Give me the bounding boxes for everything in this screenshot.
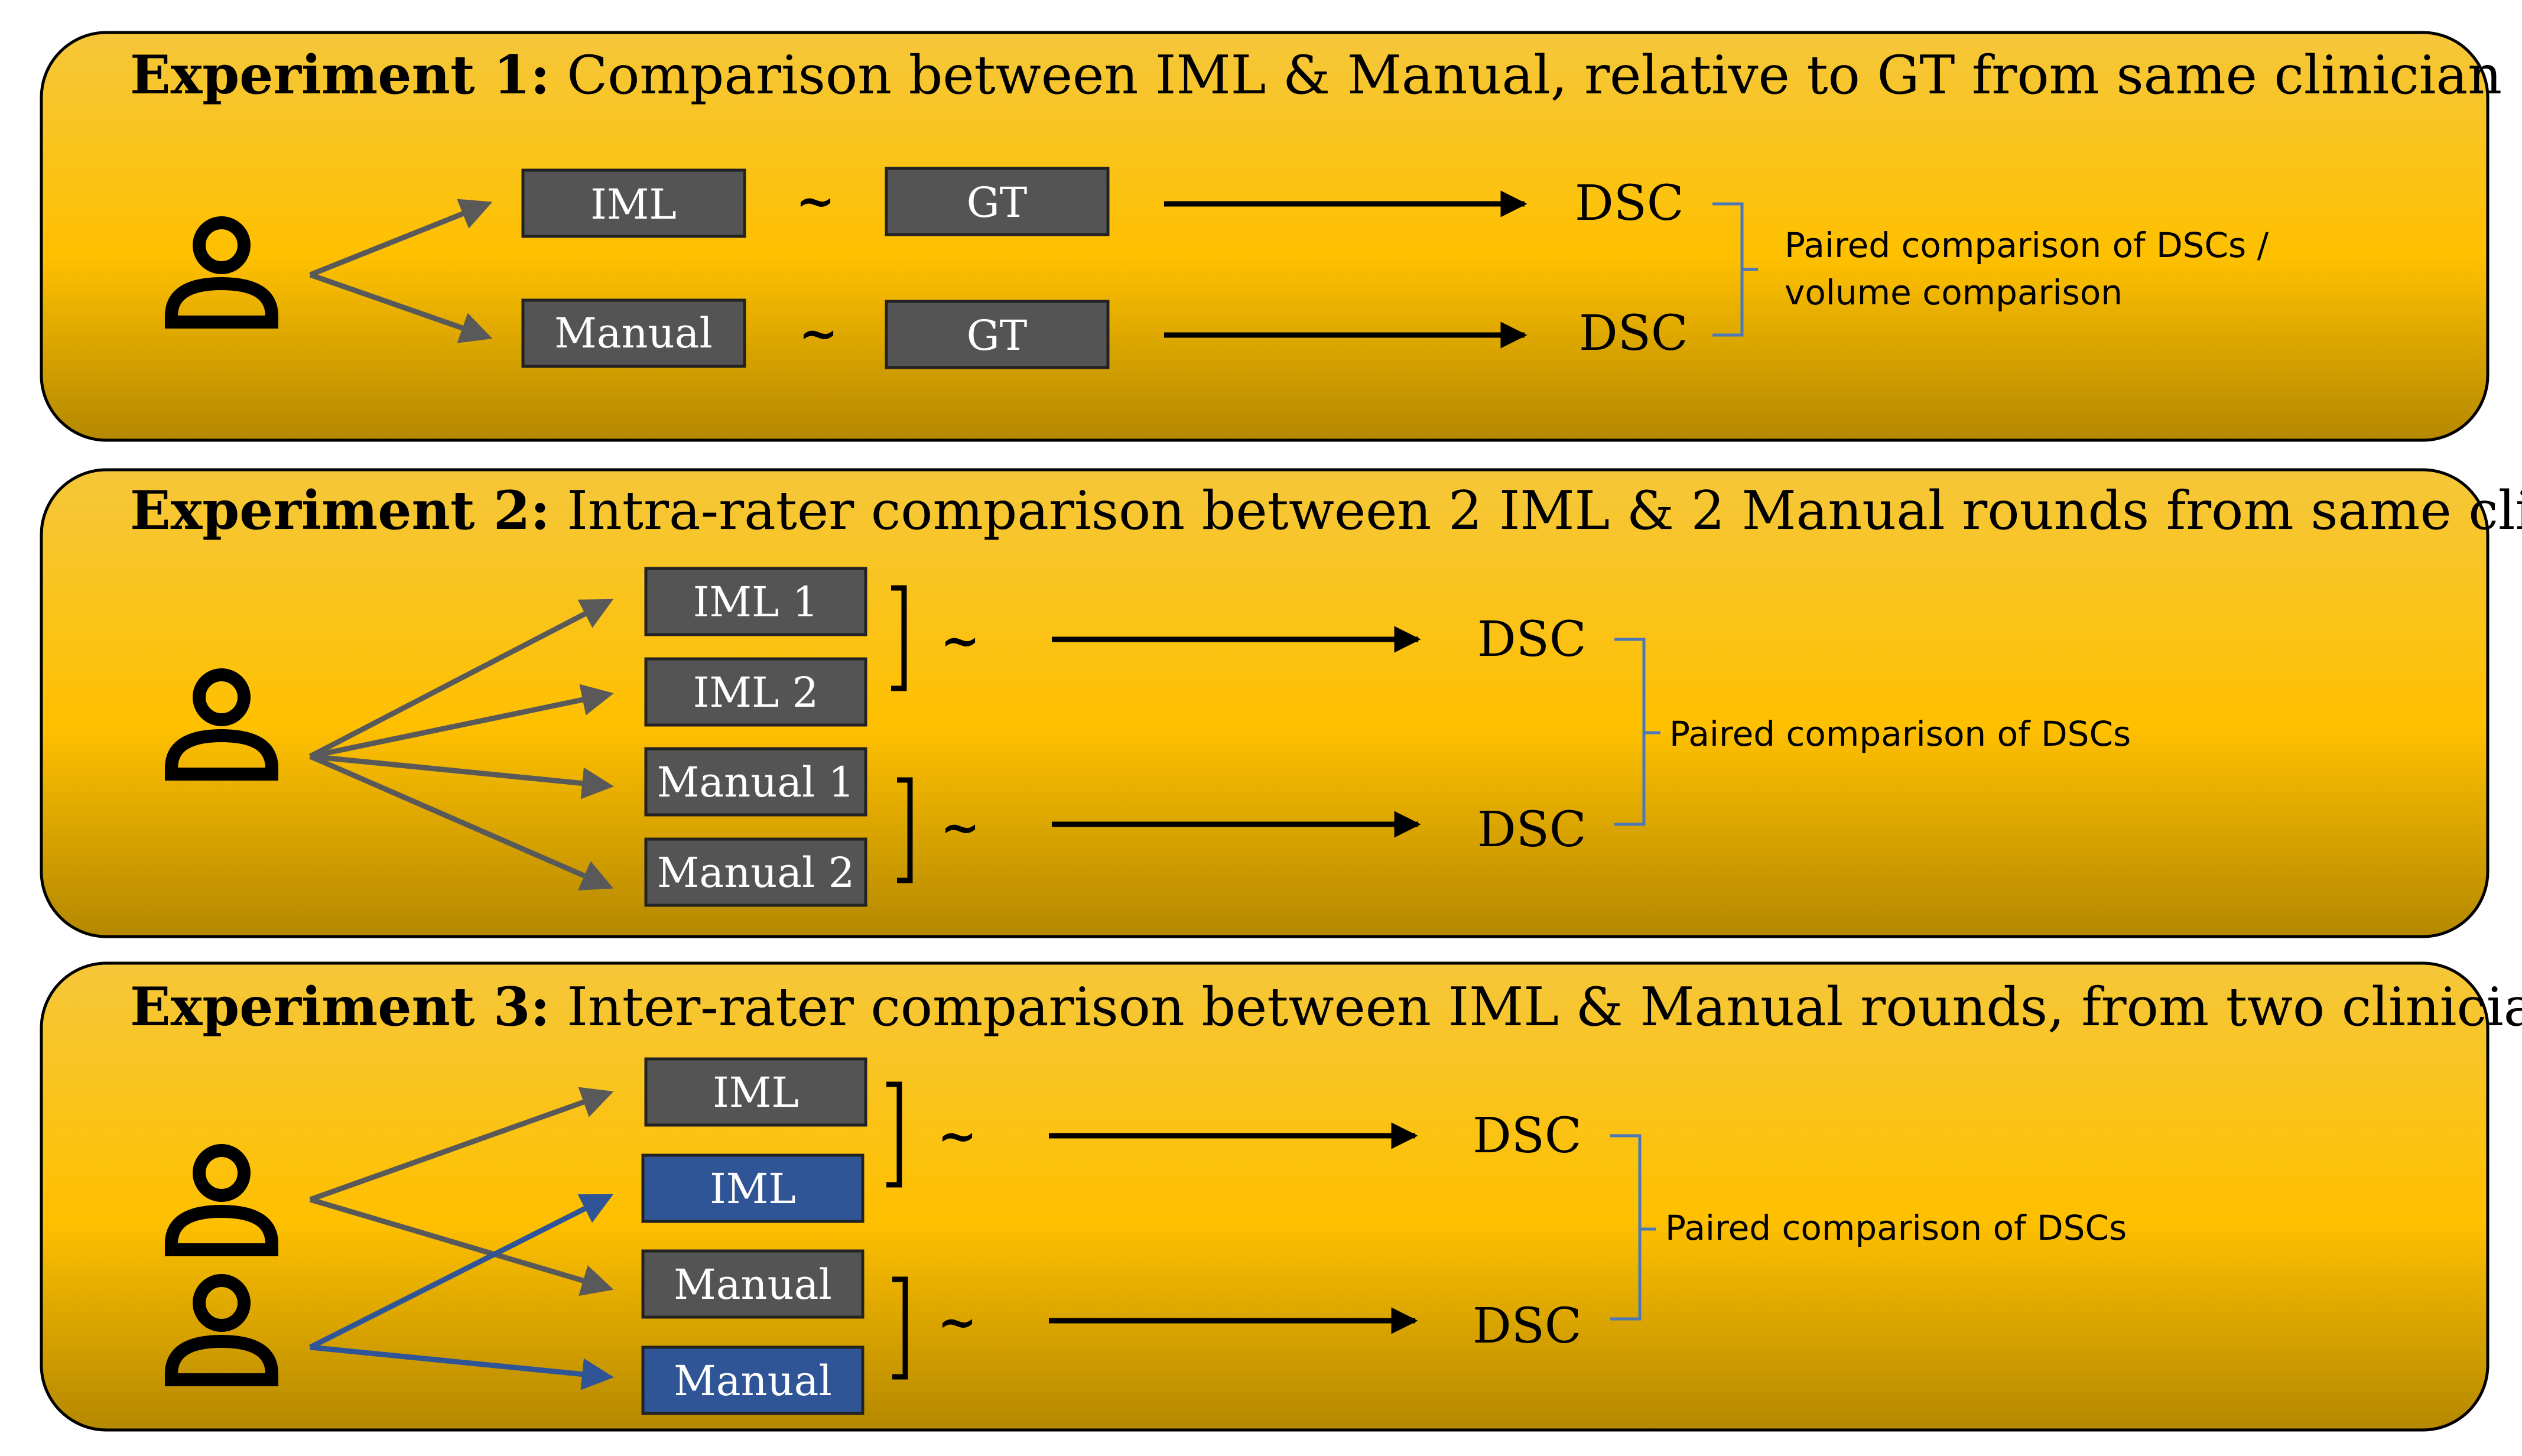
manual-1-box	[644, 747, 867, 817]
arrow-to-iml-1	[308, 599, 613, 759]
experiment-1-title: Experiment 1: Comparison between IML & M…	[130, 44, 2502, 106]
manual-box	[521, 298, 746, 368]
tilde: ~	[940, 800, 980, 855]
title-rest: Intra-rater comparison between 2 IML & 2…	[550, 480, 2522, 542]
note-line-1: Paired comparison of DSCs	[1669, 714, 2131, 754]
experiment-3-panel: Experiment 3: Inter-rater comparison bet…	[40, 961, 2522, 1432]
manual-label: Manual	[674, 1260, 832, 1309]
pair-bracket	[897, 777, 913, 883]
comparison-bracket	[1610, 1134, 1656, 1321]
tilde: ~	[937, 1294, 977, 1350]
iml-box-label: IML	[590, 180, 677, 229]
arrow-to-manual-1	[310, 753, 614, 800]
manual-box-blue	[641, 1346, 864, 1415]
title-bold: Experiment 1:	[130, 44, 550, 106]
iml-2-box	[644, 657, 867, 727]
tilde: ~	[940, 613, 980, 668]
pair-bracket	[886, 1081, 902, 1188]
note-line-1: Paired comparison of DSCs /	[1785, 225, 2269, 265]
tilde: ~	[798, 306, 838, 361]
two-person-icon	[165, 1144, 278, 1386]
arrow-to-iml-blue	[308, 1194, 614, 1350]
iml-box-blue	[641, 1153, 864, 1223]
experiment-2-panel: Experiment 2: Intra-rater comparison bet…	[40, 468, 2522, 938]
gt-box	[885, 167, 1110, 236]
experiment-3-title: Experiment 3: Inter-rater comparison bet…	[130, 976, 2522, 1038]
iml-box	[521, 168, 746, 238]
tilde: ~	[795, 173, 835, 229]
pair-bracket	[891, 585, 907, 691]
pair-bracket	[892, 1276, 908, 1380]
iml-label: IML	[710, 1165, 796, 1213]
dsc-label: DSC	[1579, 306, 1688, 362]
manual-2-label: Manual 2	[657, 849, 854, 897]
iml-label: IML	[713, 1068, 799, 1117]
iml-1-box	[644, 567, 867, 636]
arrow-to-iml-2	[310, 684, 614, 759]
arrow-to-manual-blue	[310, 1344, 614, 1390]
dsc-label: DSC	[1473, 1298, 1582, 1354]
tilde: ~	[937, 1108, 977, 1164]
manual-label: Manual	[674, 1357, 832, 1405]
title-rest: Inter-rater comparison between IML & Man…	[550, 976, 2522, 1038]
manual-1-label: Manual 1	[657, 758, 854, 807]
iml-box-gray	[644, 1057, 867, 1127]
arrow-to-iml-gray	[309, 1087, 614, 1202]
manual-2-box	[644, 837, 867, 907]
person-icon	[165, 216, 278, 329]
comparison-bracket	[1712, 202, 1758, 337]
arrow-to-manual	[309, 272, 493, 343]
note-line-1: Paired comparison of DSCs	[1665, 1208, 2127, 1248]
gt-box-label: GT	[967, 311, 1028, 360]
dsc-label: DSC	[1473, 1108, 1582, 1164]
iml-1-label: IML 1	[693, 578, 819, 626]
experiment-1-panel: Experiment 1: Comparison between IML & M…	[40, 31, 2502, 442]
dsc-label: DSC	[1477, 612, 1587, 668]
manual-box-label: Manual	[554, 309, 713, 358]
manual-box-gray	[641, 1249, 864, 1319]
arrow-to-manual-gray	[309, 1197, 614, 1296]
gt-box	[885, 300, 1110, 369]
title-bold: Experiment 2:	[130, 479, 550, 542]
title-bold: Experiment 3:	[130, 976, 550, 1038]
title-rest: Comparison between IML & Manual, relativ…	[550, 44, 2502, 106]
person-icon	[165, 668, 278, 781]
experiment-2-title: Experiment 2: Intra-rater comparison bet…	[130, 479, 2522, 542]
arrow-to-manual-2	[309, 753, 614, 890]
comparison-bracket	[1614, 638, 1660, 826]
arrow-to-iml	[309, 199, 493, 278]
dsc-label: DSC	[1477, 802, 1587, 858]
iml-2-label: IML 2	[693, 668, 819, 717]
note-line-2: volume comparison	[1785, 272, 2123, 313]
gt-box-label: GT	[967, 178, 1028, 227]
dsc-label: DSC	[1575, 176, 1684, 232]
